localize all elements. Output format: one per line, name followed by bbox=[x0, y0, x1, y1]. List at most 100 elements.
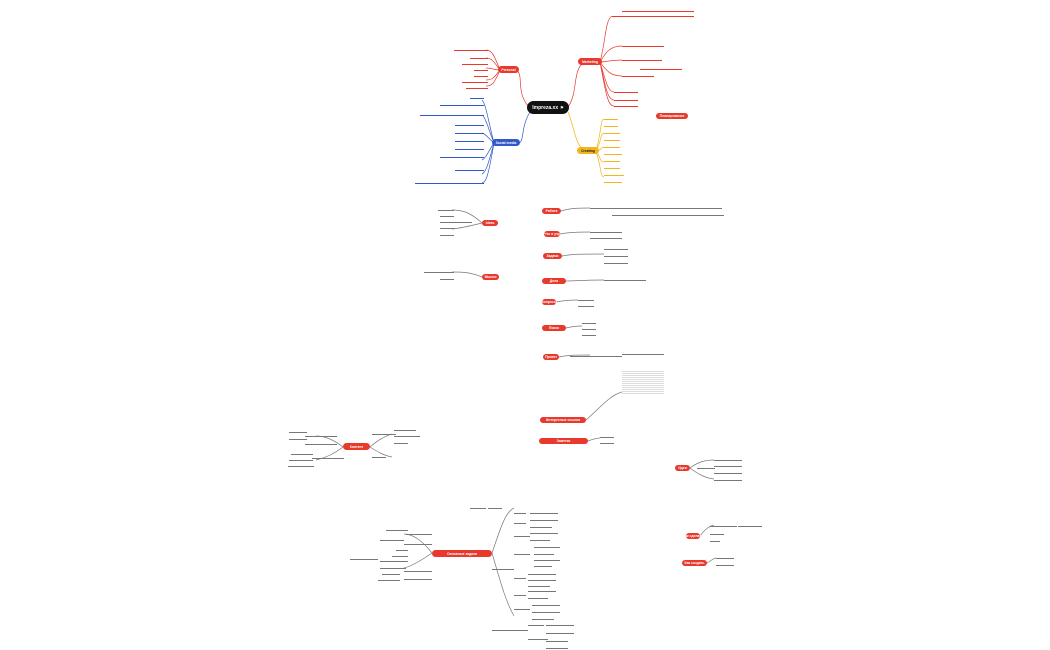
leaf-line bbox=[590, 205, 722, 209]
floating-node[interactable]: Планирование bbox=[656, 113, 688, 119]
topic-thoughts[interactable]: Мысли bbox=[482, 274, 499, 280]
branch-marketing-label: Marketing bbox=[581, 59, 598, 64]
topic-ideas[interactable]: Ideas bbox=[482, 220, 498, 226]
lower-right-topic-2[interactable]: Как сделать bbox=[682, 533, 704, 539]
leaf-line bbox=[394, 433, 420, 437]
leaf-line bbox=[380, 565, 406, 569]
leaf-line bbox=[612, 13, 694, 17]
root-node[interactable]: Impreza.xx ⚑ bbox=[527, 101, 569, 114]
leaf-line bbox=[590, 235, 622, 239]
right-topic-6[interactable]: Поиск bbox=[542, 325, 566, 331]
lower-left-topic-1[interactable]: Контент bbox=[343, 443, 370, 450]
branch-creating-label: Creating bbox=[581, 148, 595, 153]
leaf-line bbox=[604, 246, 628, 250]
leaf-line bbox=[590, 229, 622, 233]
leaf-line bbox=[528, 583, 550, 587]
leaf-line bbox=[440, 102, 484, 106]
leaf-line bbox=[546, 630, 574, 634]
leaf-line bbox=[514, 510, 526, 514]
branch-creating[interactable]: Creating bbox=[577, 147, 599, 154]
leaf-line bbox=[455, 138, 484, 142]
leaf-line bbox=[440, 154, 484, 158]
right-topic-4[interactable]: Дела bbox=[542, 278, 566, 284]
floating-node-label: Планирование bbox=[659, 114, 685, 118]
flag-icon: ⚑ bbox=[560, 105, 564, 110]
leaf-line bbox=[466, 85, 488, 89]
leaf-line bbox=[528, 577, 556, 581]
right-topic-1[interactable]: Работа bbox=[542, 208, 561, 214]
leaf-line bbox=[622, 351, 664, 355]
leaf-line bbox=[382, 571, 400, 575]
leaf-line bbox=[532, 609, 560, 613]
leaf-line bbox=[396, 547, 408, 551]
leaf-line bbox=[738, 523, 762, 527]
leaf-line bbox=[528, 622, 544, 626]
leaf-line bbox=[582, 332, 596, 336]
leaf-line bbox=[440, 232, 454, 236]
leaf-line bbox=[604, 137, 620, 141]
leaf-line bbox=[514, 606, 530, 610]
leaf-line bbox=[640, 66, 682, 70]
leaf-line bbox=[530, 537, 550, 541]
text-block bbox=[622, 370, 664, 394]
branch-personal[interactable]: Personal bbox=[498, 66, 519, 73]
leaf-line bbox=[604, 172, 624, 176]
leaf-line bbox=[386, 527, 408, 531]
leaf-line bbox=[455, 122, 484, 126]
leaf-line bbox=[455, 167, 484, 171]
leaf-line bbox=[710, 531, 724, 535]
leaf-line bbox=[600, 434, 614, 438]
leaf-line bbox=[470, 55, 488, 59]
right-topic-2[interactable]: Что я учу bbox=[544, 231, 560, 237]
right-topic-7[interactable]: Проект bbox=[543, 354, 559, 360]
leaf-line bbox=[614, 103, 638, 107]
branch-social-media[interactable]: Social media bbox=[492, 139, 520, 146]
leaf-line bbox=[604, 123, 618, 127]
leaf-line bbox=[528, 588, 556, 592]
leaf-line bbox=[612, 212, 724, 216]
right-topic-8[interactable]: Интересные ссылки bbox=[540, 417, 586, 423]
leaf-line bbox=[604, 260, 628, 264]
right-topic-5[interactable]: Вопросы bbox=[541, 299, 557, 305]
right-topic-2-label: Что я учу bbox=[544, 232, 560, 236]
leaf-line bbox=[716, 555, 734, 559]
right-topic-9[interactable]: Заметки bbox=[539, 438, 588, 444]
lower-right-topic-1[interactable]: Идеи bbox=[675, 465, 690, 471]
leaf-line bbox=[546, 645, 568, 649]
leaf-line bbox=[474, 73, 488, 77]
leaf-line bbox=[530, 510, 558, 514]
leaf-line bbox=[440, 276, 454, 280]
lower-right-topic-3[interactable]: Как создать bbox=[682, 560, 707, 566]
leaf-line bbox=[392, 553, 408, 557]
leaf-line bbox=[604, 277, 646, 281]
topic-ideas-label: Ideas bbox=[485, 221, 495, 225]
leaf-line bbox=[474, 67, 488, 71]
leaf-line bbox=[350, 556, 378, 560]
leaf-line bbox=[378, 577, 400, 581]
leaf-line bbox=[291, 451, 313, 455]
leaf-line bbox=[462, 79, 488, 83]
leaf-line bbox=[492, 627, 528, 631]
leaf-line bbox=[530, 524, 552, 528]
bottom-main-topic[interactable]: Основные задачи bbox=[432, 550, 492, 557]
leaf-line bbox=[532, 616, 554, 620]
branch-marketing[interactable]: Marketing bbox=[578, 58, 602, 65]
leaf-line bbox=[727, 523, 737, 527]
leaf-line bbox=[372, 454, 386, 458]
root-title: Impreza.xx bbox=[532, 104, 559, 111]
leaf-line bbox=[614, 89, 638, 93]
leaf-line bbox=[604, 144, 620, 148]
leaf-line bbox=[404, 576, 432, 580]
leaf-line bbox=[289, 457, 313, 461]
right-topic-3[interactable]: Задачи bbox=[543, 253, 562, 259]
leaf-line bbox=[530, 530, 558, 534]
leaf-line bbox=[622, 73, 654, 77]
leaf-line bbox=[312, 455, 344, 459]
lower-right-topic-1-label: Идеи bbox=[678, 466, 687, 470]
leaf-line bbox=[440, 219, 472, 223]
leaf-line bbox=[604, 116, 618, 120]
leaf-line bbox=[455, 130, 484, 134]
lower-right-topic-2-label: Как сделать bbox=[682, 534, 704, 538]
leaf-line bbox=[604, 165, 620, 169]
